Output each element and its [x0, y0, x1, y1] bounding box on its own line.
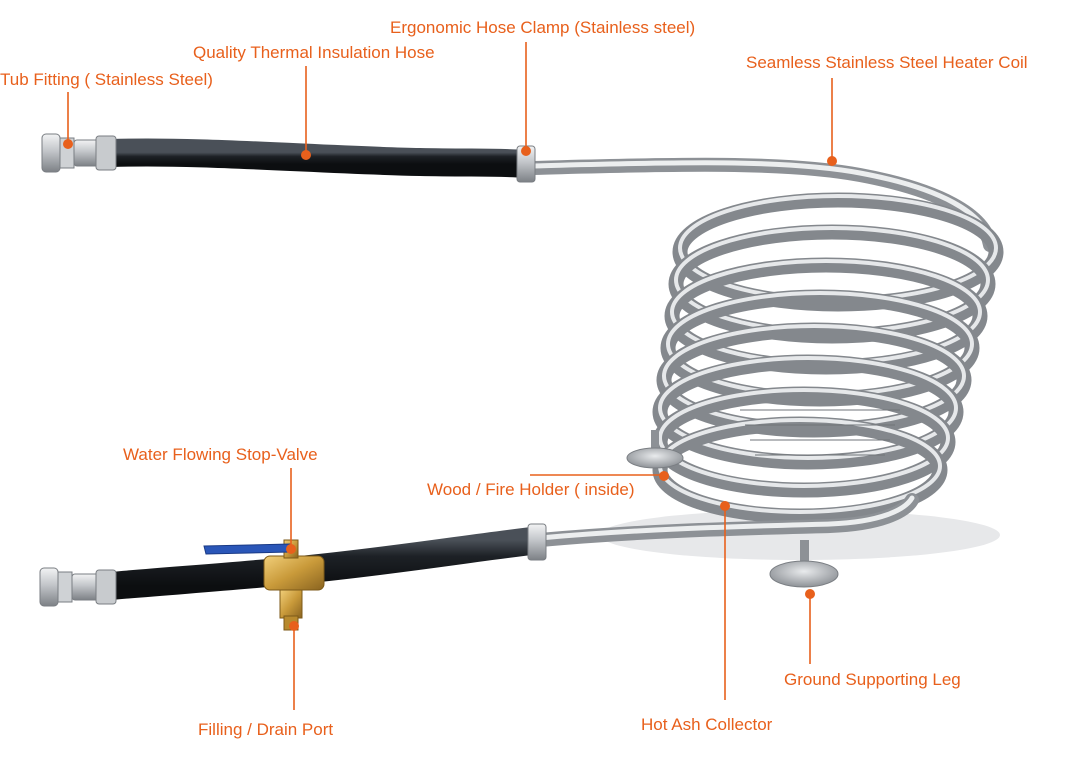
lower-tub-fitting [39, 567, 117, 607]
callout-ash-collector: Hot Ash Collector [641, 715, 773, 734]
heater-coil [652, 192, 1004, 524]
lower-hose-clamp [527, 523, 547, 561]
fire-holder-mesh [740, 409, 900, 456]
valve-handle [203, 543, 291, 555]
upper-insulation-hose [111, 138, 527, 178]
callout-stop-valve: Water Flowing Stop-Valve [123, 445, 318, 464]
support-leg-right [769, 540, 839, 588]
callout-hose-clamp: Ergonomic Hose Clamp (Stainless steel) [390, 18, 696, 37]
callout-insulation-hose: Quality Thermal Insulation Hose [193, 43, 435, 62]
support-leg-left [626, 430, 684, 469]
callout-support-leg: Ground Supporting Leg [784, 670, 961, 689]
callout-heater-coil: Seamless Stainless Steel Heater Coil [746, 53, 1028, 72]
callout-drain-port: Filling / Drain Port [198, 720, 334, 739]
callout-tub-fitting: Tub Fitting ( Stainless Steel) [0, 70, 213, 89]
stop-valve [203, 539, 325, 631]
callout-leaders [63, 42, 837, 710]
lower-insulation-hose [108, 526, 542, 600]
upper-tub-fitting [41, 133, 117, 173]
callout-fire-holder: Wood / Fire Holder ( inside) [427, 480, 635, 499]
floor-shadow [600, 510, 1000, 560]
